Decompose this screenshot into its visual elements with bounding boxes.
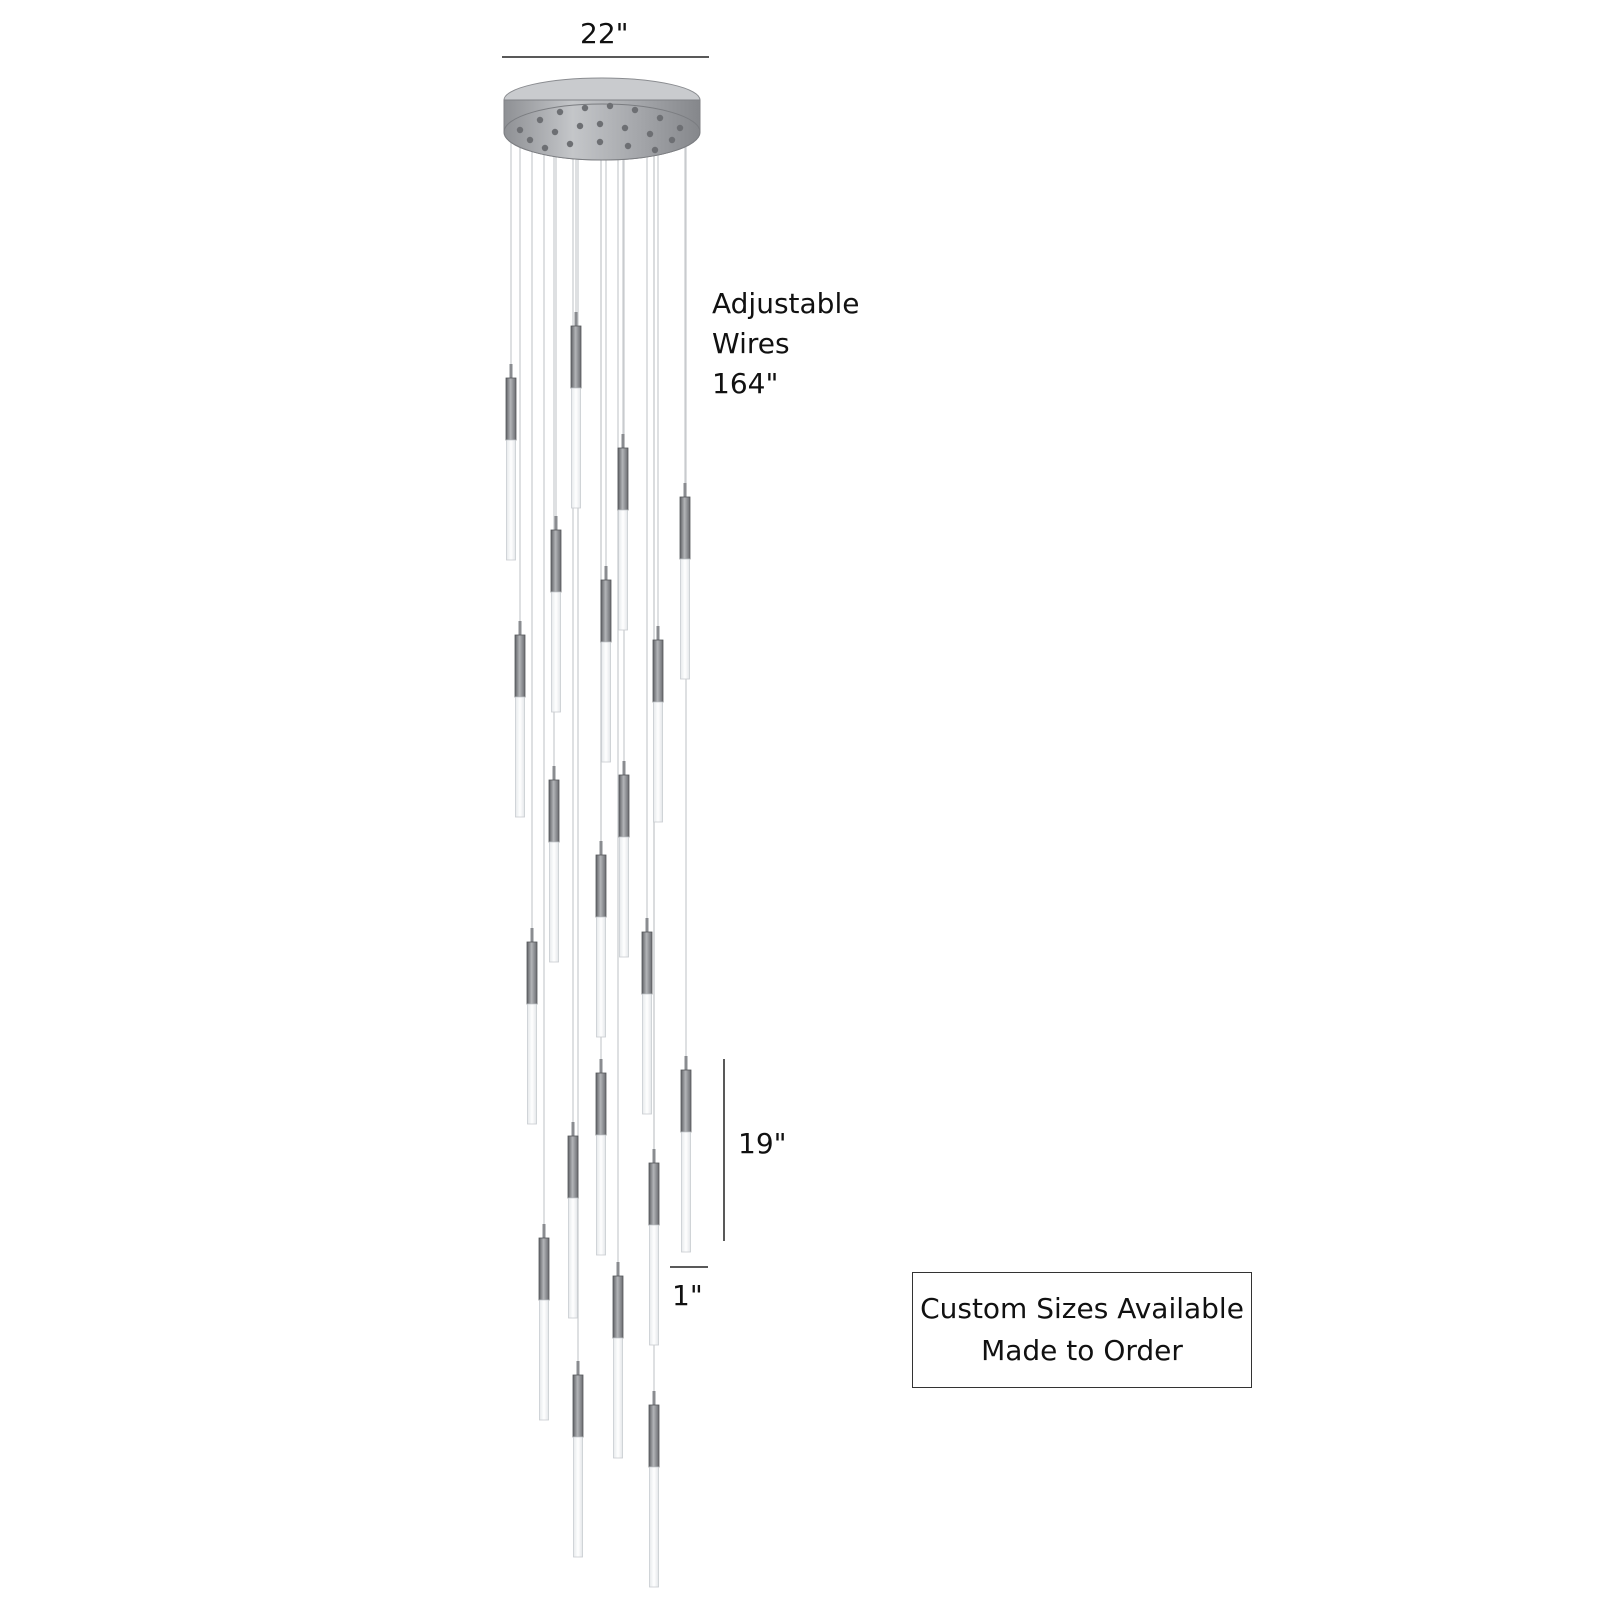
- canopy-port: [668, 136, 676, 144]
- pendant-light: [617, 434, 629, 631]
- canopy-port: [656, 114, 664, 122]
- canopy-port: [541, 144, 549, 152]
- adjustable-wires-label: Adjustable Wires 164": [712, 284, 859, 404]
- pendant-light: [570, 312, 582, 509]
- pendant-light: [600, 566, 612, 763]
- pendant-light: [526, 928, 538, 1125]
- wires-length-value: 164": [712, 367, 779, 400]
- pendant-light: [612, 1262, 624, 1459]
- canopy-port: [624, 142, 632, 150]
- note-line2: Made to Order: [981, 1334, 1183, 1367]
- canopy-port: [596, 120, 604, 128]
- canopy-diameter-label: 22": [580, 17, 629, 50]
- pendant-light: [648, 1149, 660, 1346]
- pendant-light: [538, 1224, 550, 1421]
- wires-label-line1: Adjustable: [712, 287, 860, 320]
- pendant-light: [679, 483, 691, 680]
- pendant-light: [618, 761, 630, 958]
- canopy-port: [556, 108, 564, 116]
- pendant-light: [648, 1391, 660, 1588]
- canopy-port: [576, 122, 584, 130]
- canopy-port: [631, 106, 639, 114]
- canopy-port: [621, 124, 629, 132]
- canopy-port: [551, 128, 559, 136]
- pendant-light: [567, 1122, 579, 1319]
- pendant-light: [652, 626, 664, 823]
- pendant-light: [680, 1056, 692, 1253]
- canopy-port: [651, 146, 659, 154]
- pendant-light: [550, 516, 562, 713]
- canopy-port: [676, 124, 684, 132]
- custom-sizes-note: Custom Sizes Available Made to Order: [912, 1272, 1252, 1388]
- canopy-port: [646, 130, 654, 138]
- canopy-port: [536, 116, 544, 124]
- canopy-port: [526, 136, 534, 144]
- pendant-light: [548, 766, 560, 963]
- pendant-light: [595, 841, 607, 1038]
- note-line1: Custom Sizes Available: [920, 1292, 1244, 1325]
- pendant-length-label: 19": [738, 1127, 787, 1160]
- pendant-diameter-label: 1": [672, 1279, 703, 1312]
- canopy-port: [606, 102, 614, 110]
- pendant-light: [641, 918, 653, 1115]
- ceiling-canopy: [503, 77, 701, 161]
- canopy-port: [581, 104, 589, 112]
- pendant-light: [514, 621, 526, 818]
- pendants-group: [505, 312, 692, 1588]
- pendant-light: [595, 1059, 607, 1256]
- pendant-light: [505, 364, 517, 561]
- wires-label-line2: Wires: [712, 327, 790, 360]
- canopy-port: [596, 138, 604, 146]
- canopy-port: [516, 126, 524, 134]
- pendant-light: [572, 1361, 584, 1558]
- canopy-port: [566, 140, 574, 148]
